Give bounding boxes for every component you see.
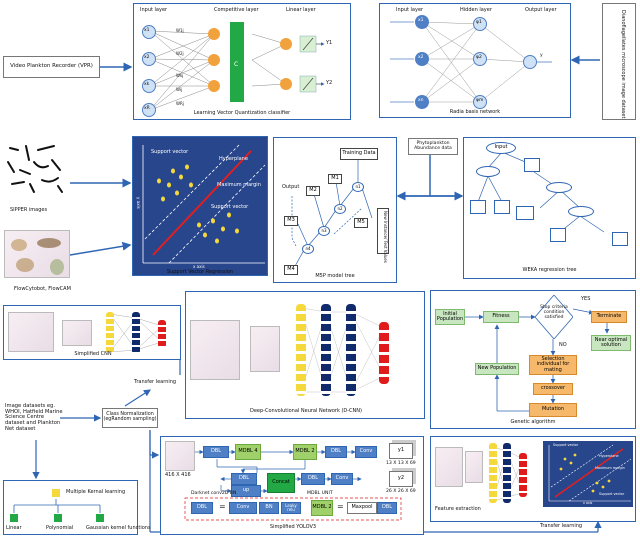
svr-caption: Support Vector Regression — [166, 269, 234, 275]
dcnn-input-image — [190, 320, 240, 380]
transfer-learning-top: Transfer learning — [134, 379, 177, 385]
rbf-input-node — [415, 52, 429, 66]
mkl-legend-swatch — [52, 489, 60, 497]
ga-flow-svg — [465, 308, 610, 412]
lvq-panel: Input layer Competitive layer Linear lay… — [133, 3, 351, 120]
fe-yellow-layer — [489, 443, 497, 503]
rbf-hidden-node — [473, 17, 487, 31]
dcnn-panel: Deep-Convolutional Neural Network (D-CNN… — [185, 291, 425, 419]
svr-panel: Support vector Hyperplane Maximum margin… — [132, 136, 268, 276]
cnn-input-image — [8, 312, 54, 352]
dcnn-feature-map — [250, 326, 280, 372]
mkl-gaussian-node — [96, 514, 104, 522]
lvq-caption: Learning Vector Quantization classifier — [193, 110, 291, 116]
fe-svr-plot: Support vector Hyperplane Maximum margin… — [543, 441, 633, 507]
rbf-input-node — [415, 95, 429, 109]
weka-panel: Input WEKA regression tree — [463, 137, 636, 279]
vpr-label: Video Plankton Recorder (VPR) — [10, 63, 93, 69]
lvq-linear-node — [280, 38, 292, 50]
lvq-network-svg: C — [149, 22, 325, 111]
yolo-panel: 416 X 416 DBL MDBL 4 MDBL 2 DBL Conv y1 … — [160, 436, 424, 535]
lvq-input-node — [142, 103, 156, 117]
rbf-hidden-node — [473, 95, 487, 109]
phyto-box: Phytoplankton Abundance data — [408, 138, 458, 155]
mkl-panel: Multiple Kernal learning Linear Polynomi… — [3, 480, 151, 535]
sipper-image — [4, 140, 68, 198]
weka-node — [476, 166, 500, 177]
lvq-linear-layer: Linear layer — [286, 7, 316, 13]
fe-input-image — [435, 447, 463, 487]
yolo-flow-svg — [184, 449, 402, 521]
m5p-panel: Training Data Output M1 M2 M3 M4 M5 n1 n… — [273, 137, 397, 283]
lvq-competitive-layer: Competitive layer — [214, 7, 259, 13]
dcnn-red-layer — [379, 322, 389, 384]
ga-panel: Initial Population Fitness Stop criteria… — [430, 290, 636, 429]
rbf-input-node — [415, 15, 429, 29]
yolo-input-image — [165, 441, 195, 471]
fe-panel: Feature extraction Support vector Hyperp… — [430, 436, 636, 522]
fe-feature-map — [465, 451, 483, 483]
rbf-network-svg — [390, 21, 552, 103]
dcnn-navy-layer — [346, 304, 356, 396]
fe-red-layer — [519, 453, 527, 497]
class-norm-box: Class Normalization (egRandom sampling) — [102, 408, 158, 428]
rbf-output-node — [523, 55, 537, 69]
lvq-input-node — [142, 79, 156, 93]
rbf-hidden-node — [473, 52, 487, 66]
cnn-network-svg — [109, 313, 163, 353]
svg-text:C: C — [234, 61, 238, 68]
lvq-competitive-node — [208, 28, 220, 40]
cnn-yellow-layer — [106, 312, 114, 354]
weka-leaf — [494, 200, 510, 214]
cnn-panel: Simplified CNN — [3, 305, 181, 360]
lvq-linear-node — [280, 78, 292, 90]
m5p-new-instance: New Instance/ Test Values — [377, 208, 389, 263]
lvq-input-layer: Input layer — [140, 7, 168, 13]
cnn-feature-map — [62, 320, 92, 346]
mkl-poly-node — [54, 514, 62, 522]
flowcyto-caption: FlowCytobot, FlowCAM — [14, 286, 71, 292]
svr-plot-svg — [142, 144, 266, 264]
weka-node — [568, 206, 594, 217]
lvq-competitive-node — [208, 80, 220, 92]
weka-leaf — [470, 200, 486, 214]
ga-stop-diamond: Stop criteria condition satisfied — [535, 295, 573, 339]
arrow-flow-svr — [69, 241, 132, 256]
weka-leaf — [524, 158, 540, 172]
sipper-caption: SIPPER images — [10, 207, 48, 213]
cnn-red-layer — [158, 320, 166, 348]
fe-navy-layer — [503, 443, 511, 503]
dcnn-navy-layer — [321, 304, 331, 396]
dcnn-network-svg — [300, 307, 385, 393]
mkl-linear-node — [10, 514, 18, 522]
dataset-box: Dianoflagellates microscope image datase… — [602, 3, 636, 120]
flowcyto-image — [4, 230, 70, 278]
weka-node — [546, 182, 572, 193]
weka-leaf — [516, 206, 534, 220]
datasets-label: Image datasets eg. WHOI, Hatfield Marine… — [5, 403, 63, 432]
rbf-panel: Input layer Hidden layer Output layer x1… — [379, 3, 571, 118]
weka-tree-svg — [477, 151, 605, 233]
vpr-box: Video Plankton Recorder (VPR) — [3, 56, 100, 78]
mkl-lines-svg — [13, 499, 101, 513]
dcnn-yellow-layer — [296, 304, 306, 396]
lvq-competitive-node — [208, 54, 220, 66]
cnn-navy-layer — [132, 312, 140, 354]
fe-transfer-learning: Transfer learning — [540, 523, 583, 529]
weka-leaf — [550, 228, 566, 242]
lvq-input-node — [142, 52, 156, 66]
lvq-input-node — [142, 25, 156, 39]
weka-leaf — [612, 232, 628, 246]
